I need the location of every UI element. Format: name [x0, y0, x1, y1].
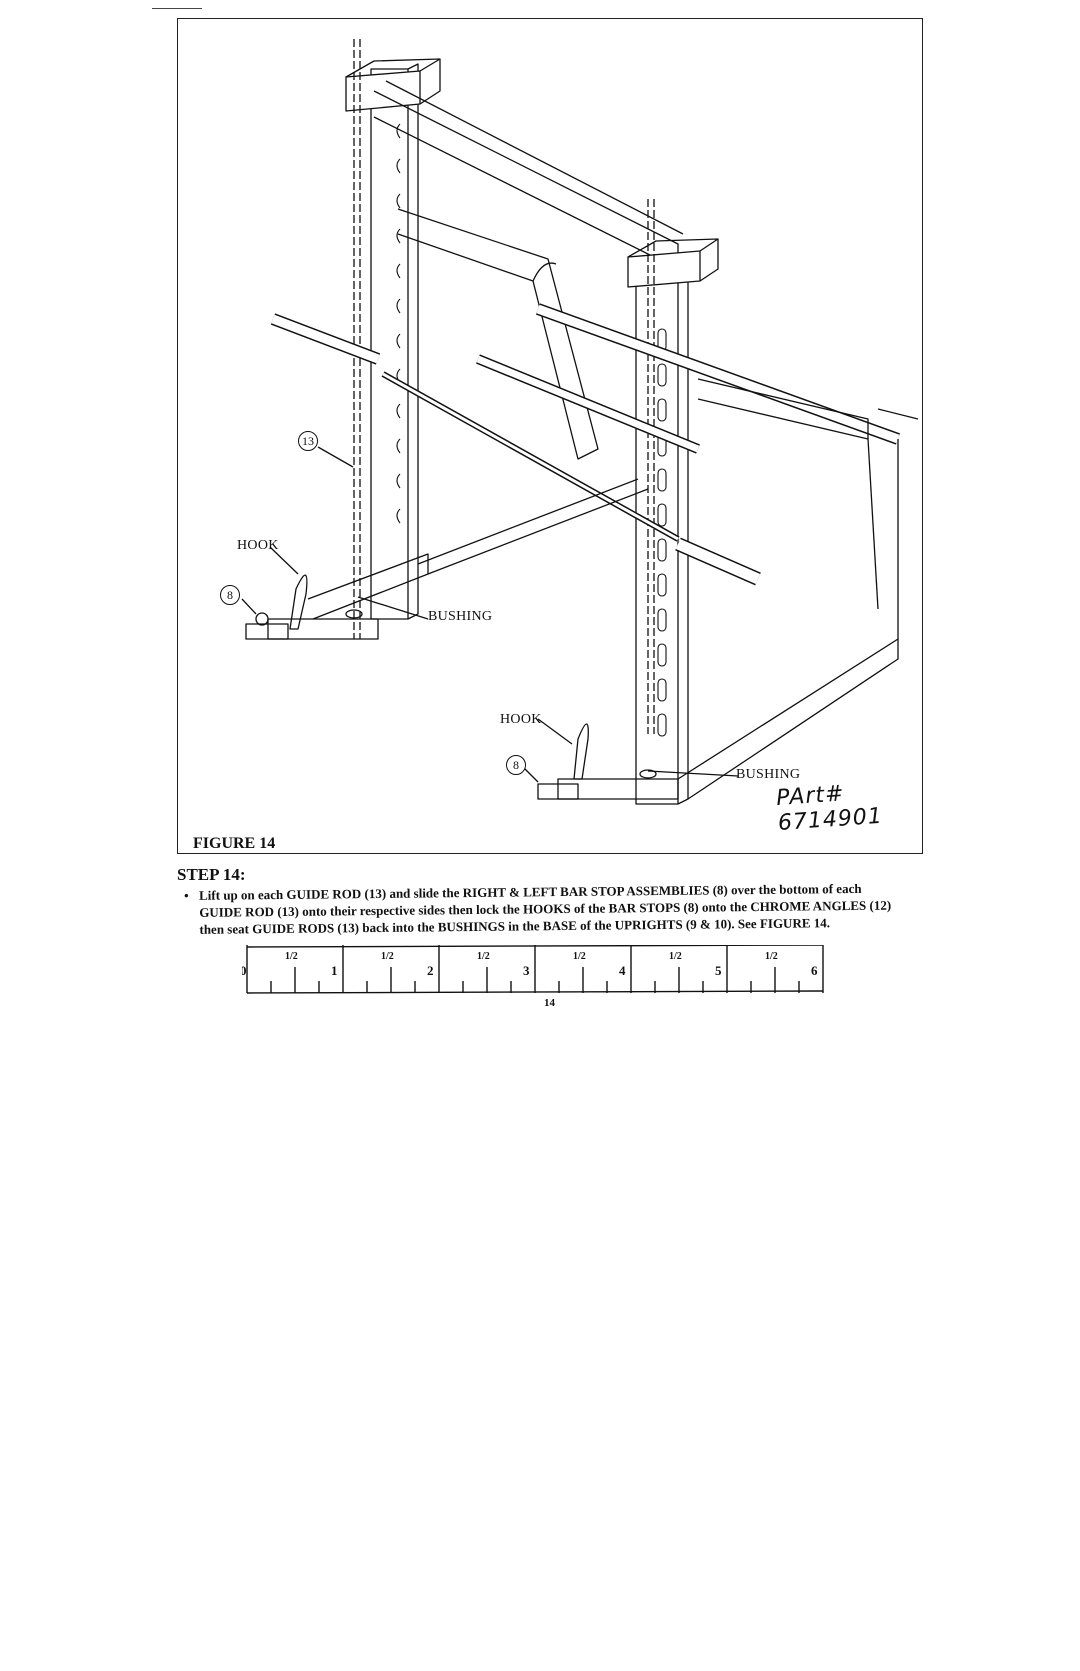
figure-label: FIGURE 14 [193, 835, 276, 852]
part-8-left-callout: 8 [220, 585, 240, 605]
ruler-inch-label: 6 [811, 963, 818, 978]
ruler-half-label: 1/2 [285, 951, 298, 962]
step-instruction-text: Lift up on each GUIDE ROD (13) and slide… [199, 880, 892, 937]
ruler-inch-label: 2 [427, 963, 434, 978]
bushing-left-label: BUSHING [428, 609, 493, 624]
hook-right-label: HOOK [500, 712, 542, 727]
ruler-inch-label: 1 [331, 963, 338, 978]
part-8-right-callout: 8 [506, 755, 526, 775]
ruler-half-label: 1/2 [381, 951, 394, 962]
bushing-right-label: BUSHING [736, 767, 801, 782]
ruler-inch-label: 3 [523, 963, 530, 978]
inch-ruler: 0 1 2 3 4 5 6 1/2 1/2 1/2 1/2 1/2 1/2 [242, 945, 824, 994]
ruler-inch-label: 0 [242, 963, 247, 978]
smith-machine-illustration [241, 39, 919, 805]
page-number: 14 [544, 997, 555, 1009]
figure-14-frame: 13 HOOK 8 BUSHING HOOK 8 BUSHING PArt# 6… [177, 18, 923, 854]
step-instructions: • Lift up on each GUIDE ROD (13) and sli… [184, 879, 904, 938]
part-13-callout: 13 [298, 431, 318, 451]
ruler-half-label: 1/2 [477, 951, 490, 962]
step-title: STEP 14: [177, 865, 246, 884]
handwritten-part-number: PArt# 6714901 [775, 781, 884, 836]
hook-left-label: HOOK [237, 538, 279, 553]
ruler-inch-label: 5 [715, 963, 722, 978]
ruler-half-label: 1/2 [573, 951, 586, 962]
ruler-half-label: 1/2 [669, 951, 682, 962]
ruler-half-label: 1/2 [765, 951, 778, 962]
ruler-inch-label: 4 [619, 963, 626, 978]
bullet-point: • [184, 887, 189, 903]
top-rule [152, 8, 202, 9]
